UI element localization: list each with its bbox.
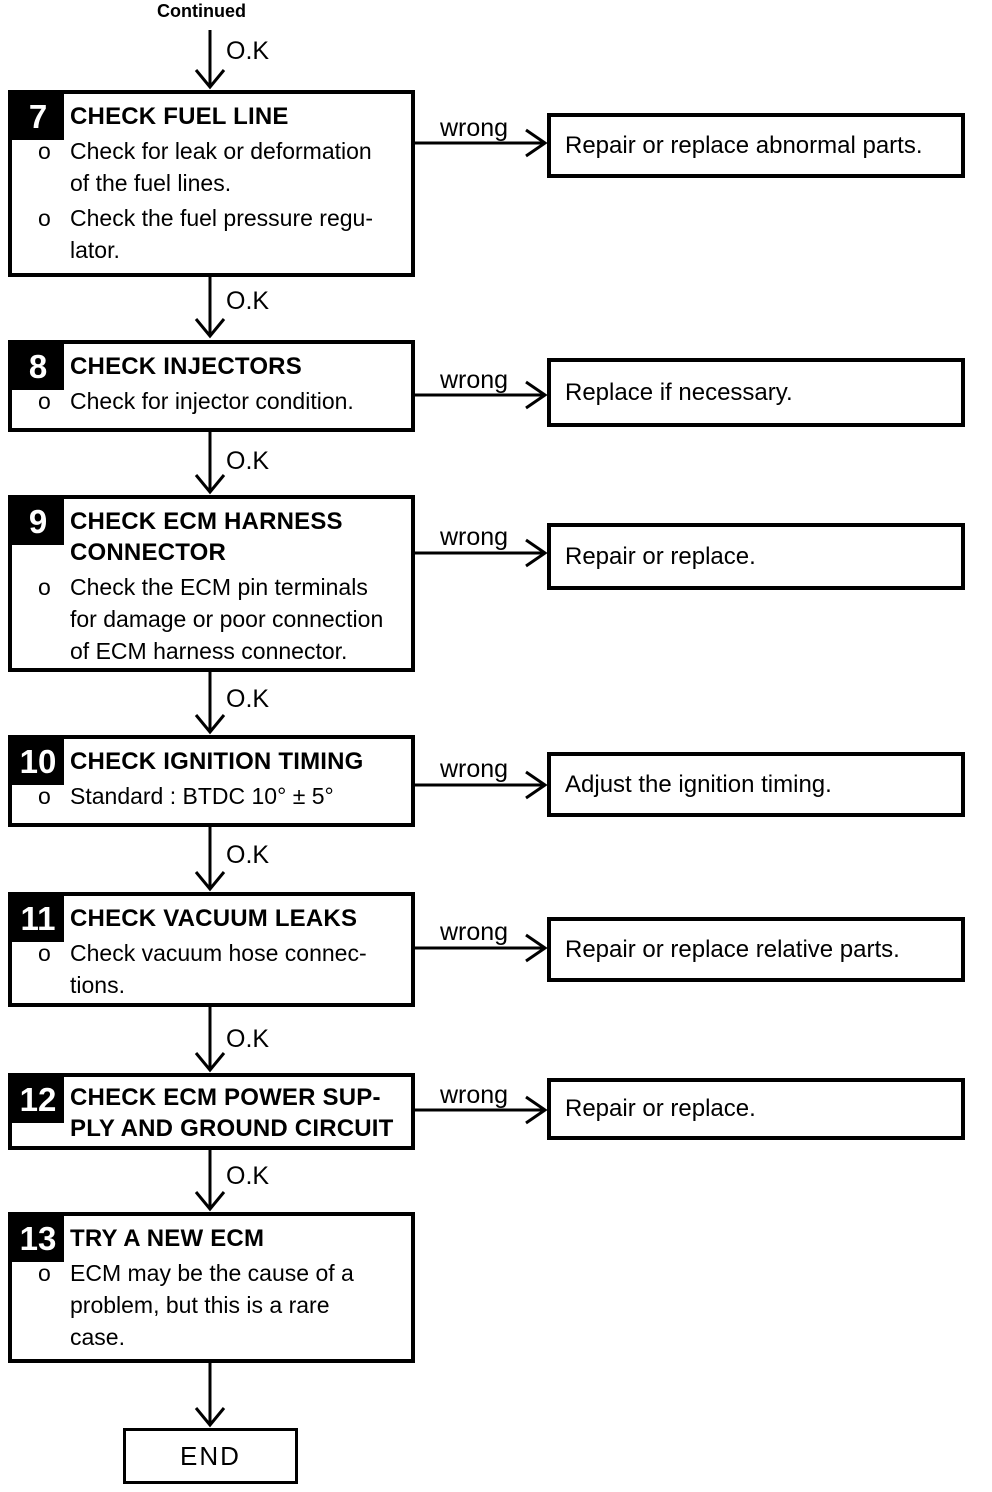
bullet-line: problem, but this is a rare [70, 1292, 330, 1318]
wrong-label: wrong [440, 918, 509, 946]
step-title-line: PLY AND GROUND CIRCUIT [70, 1115, 394, 1142]
wrong-label: wrong [440, 755, 509, 783]
step-title: TRY A NEW ECM [70, 1223, 405, 1254]
arrow-ok-9-to-10 [194, 672, 226, 735]
step-title-line: CHECK FUEL LINE [70, 103, 289, 130]
end-box: END [123, 1428, 298, 1484]
step-title-line: CONNECTOR [70, 539, 227, 566]
wrong-label: wrong [440, 523, 509, 551]
action-box-repair-or-replace-2: Repair or replace. [547, 1078, 965, 1140]
action-box-repair-or-replace-1: Repair or replace. [547, 523, 965, 590]
continued-label: Continued [157, 1, 246, 21]
bullet-item: o ECM may be the cause of a problem, but… [38, 1257, 405, 1353]
step-title: CHECK FUEL LINE [70, 101, 405, 132]
step-number-badge: 12 [12, 1077, 64, 1123]
bullet-line: of ECM harness connector. [70, 638, 348, 664]
step-box-9: 9 CHECK ECM HARNESS CONNECTOR o Check th… [8, 495, 415, 672]
action-text: Replace if necessary. [565, 378, 793, 406]
arrow-ok-11-to-12 [194, 1007, 226, 1073]
bullet-marker: o [38, 1260, 51, 1286]
ok-label: O.K [226, 1162, 270, 1190]
step-title: CHECK INJECTORS [70, 351, 405, 382]
arrow-ok-10-to-11 [194, 827, 226, 892]
bullet-line: case. [70, 1324, 125, 1350]
action-text: Adjust the ignition timing. [565, 770, 832, 798]
end-label: END [180, 1440, 241, 1471]
step-number-badge: 10 [12, 739, 64, 785]
arrow-continued-to-7 [194, 30, 226, 90]
bullet-marker: o [38, 574, 51, 600]
bullet-marker: o [38, 783, 51, 809]
action-text: Repair or replace. [565, 1095, 756, 1122]
step-title: CHECK IGNITION TIMING [70, 746, 405, 777]
step-title-line: CHECK ECM HARNESS [70, 508, 343, 535]
bullet-marker: o [38, 205, 51, 231]
action-text: Repair or replace relative parts. [565, 935, 900, 963]
bullet-line: for damage or poor connection [70, 606, 384, 632]
wrong-label: wrong [440, 366, 509, 394]
ok-label: O.K [226, 447, 270, 475]
action-box-replace-if-necessary: Replace if necessary. [547, 358, 965, 427]
step-title-line: CHECK VACUUM LEAKS [70, 905, 358, 932]
bullet-line: Check vacuum hose connec- [70, 940, 367, 966]
bullet-line: Check for leak or deformation [70, 138, 372, 164]
bullet-marker: o [38, 388, 51, 414]
step-box-12: 12 CHECK ECM POWER SUP- PLY AND GROUND C… [8, 1073, 415, 1150]
step-box-13: 13 TRY A NEW ECM o ECM may be the cause … [8, 1212, 415, 1363]
step-title-line: TRY A NEW ECM [70, 1225, 265, 1252]
bullet-line: Standard : BTDC 10° ± 5° [70, 783, 334, 809]
ok-label: O.K [226, 287, 270, 315]
bullet-item: o Standard : BTDC 10° ± 5° [38, 780, 405, 812]
step-title: CHECK ECM POWER SUP- PLY AND GROUND CIRC… [70, 1082, 405, 1144]
wrong-label: wrong [440, 1081, 509, 1109]
step-number-badge: 8 [12, 344, 64, 390]
bullet-line: lator. [70, 237, 120, 263]
step-number-badge: 9 [12, 499, 64, 545]
bullet-line: Check the fuel pressure regu- [70, 205, 373, 231]
bullet-item: o Check for leak or deformation of the f… [38, 135, 405, 199]
ok-label: O.K [226, 685, 270, 713]
bullet-item: o Check vacuum hose connec- tions. [38, 937, 405, 1001]
bullet-item: o Check the ECM pin terminals for damage… [38, 571, 405, 667]
step-title: CHECK VACUUM LEAKS [70, 903, 405, 934]
wrong-label: wrong [440, 114, 509, 142]
ok-label: O.K [226, 37, 270, 65]
action-text: Repair or replace abnormal parts. [565, 131, 923, 159]
arrow-ok-7-to-8 [194, 277, 226, 339]
action-box-repair-relative-parts: Repair or replace relative parts. [547, 917, 965, 982]
step-box-11: 11 CHECK VACUUM LEAKS o Check vacuum hos… [8, 892, 415, 1007]
arrow-13-to-end [194, 1363, 226, 1428]
bullet-line: ECM may be the cause of a [70, 1260, 354, 1286]
step-box-7: 7 CHECK FUEL LINE o Check for leak or de… [8, 90, 415, 277]
step-number-badge: 13 [12, 1216, 64, 1262]
bullet-line: tions. [70, 972, 125, 998]
action-box-repair-abnormal-parts: Repair or replace abnormal parts. [547, 113, 965, 178]
step-number-badge: 7 [12, 94, 64, 140]
step-title-line: CHECK ECM POWER SUP- [70, 1084, 381, 1111]
arrow-ok-12-to-13 [194, 1150, 226, 1212]
bullet-marker: o [38, 940, 51, 966]
step-title: CHECK ECM HARNESS CONNECTOR [70, 506, 405, 568]
step-title-line: CHECK INJECTORS [70, 353, 302, 380]
action-box-adjust-ignition-timing: Adjust the ignition timing. [547, 752, 965, 817]
action-text: Repair or replace. [565, 542, 756, 570]
step-box-8: 8 CHECK INJECTORS o Check for injector c… [8, 340, 415, 432]
bullet-line: of the fuel lines. [70, 170, 232, 196]
ok-label: O.K [226, 841, 270, 869]
bullet-item: o Check for injector condition. [38, 385, 405, 417]
step-title-line: CHECK IGNITION TIMING [70, 748, 364, 775]
bullet-line: Check the ECM pin terminals [70, 574, 368, 600]
bullet-line: Check for injector condition. [70, 388, 354, 414]
ok-label: O.K [226, 1025, 270, 1053]
arrow-ok-8-to-9 [194, 432, 226, 495]
bullet-item: o Check the fuel pressure regu- lator. [38, 202, 405, 266]
bullet-marker: o [38, 138, 51, 164]
step-box-10: 10 CHECK IGNITION TIMING o Standard : BT… [8, 735, 415, 827]
step-number-badge: 11 [12, 896, 64, 942]
